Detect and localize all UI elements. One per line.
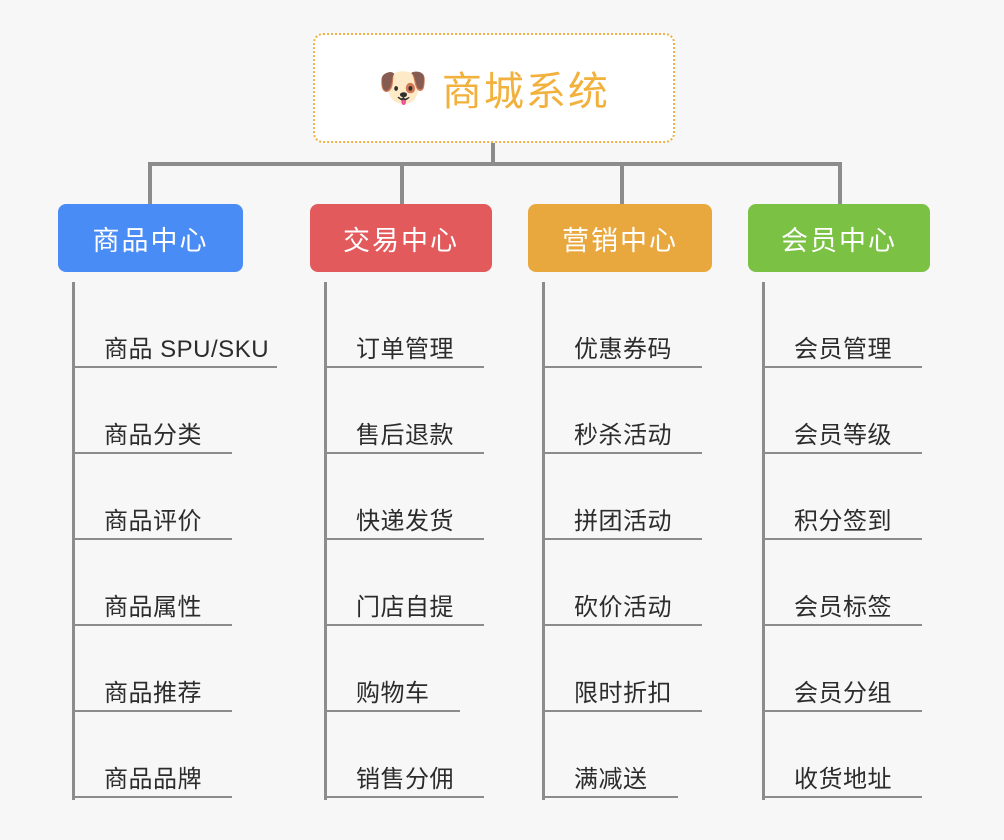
leaf-item-label: 商品 SPU/SKU	[104, 335, 270, 363]
leaf-item-label: 秒杀活动	[574, 421, 672, 449]
leaf-item-label: 商品推荐	[104, 679, 202, 707]
leaf-item[interactable]: 门店自提	[324, 540, 484, 626]
leaf-item-label: 优惠券码	[574, 335, 672, 363]
leaf-item-label: 商品属性	[104, 593, 202, 621]
connector-root-vertical	[491, 143, 495, 165]
leaf-item[interactable]: 商品分类	[72, 368, 232, 454]
leaf-item-label: 拼团活动	[574, 507, 672, 535]
leaf-item-label: 会员管理	[794, 335, 892, 363]
category-box-4[interactable]: 会员中心	[748, 204, 930, 272]
leaf-item[interactable]: 积分签到	[762, 454, 922, 540]
category-label: 营销中心	[562, 225, 678, 256]
leaf-item[interactable]: 满减送	[542, 712, 678, 798]
leaf-item-label: 积分签到	[794, 507, 892, 535]
leaf-item[interactable]: 会员标签	[762, 540, 922, 626]
leaf-item[interactable]: 商品推荐	[72, 626, 232, 712]
connector-drop-4	[838, 162, 842, 204]
leaf-item-label: 快递发货	[356, 507, 454, 535]
shiba-dog-face-icon: 🐶	[378, 66, 428, 110]
leaf-item-label: 商品评价	[104, 507, 202, 535]
category-box-1[interactable]: 商品中心	[58, 204, 243, 272]
leaf-item-label: 会员等级	[794, 421, 892, 449]
category-box-3[interactable]: 营销中心	[528, 204, 712, 272]
leaf-item[interactable]: 商品评价	[72, 454, 232, 540]
leaf-item-label: 收货地址	[794, 765, 892, 793]
leaf-item-label: 订单管理	[356, 335, 454, 363]
leaf-item[interactable]: 限时折扣	[542, 626, 702, 712]
leaf-item[interactable]: 拼团活动	[542, 454, 702, 540]
connector-column-spine	[324, 282, 327, 800]
leaf-item[interactable]: 收货地址	[762, 712, 922, 798]
leaf-item[interactable]: 会员分组	[762, 626, 922, 712]
category-box-2[interactable]: 交易中心	[310, 204, 492, 272]
leaf-item[interactable]: 购物车	[324, 626, 460, 712]
leaf-item[interactable]: 售后退款	[324, 368, 484, 454]
category-label: 交易中心	[343, 225, 459, 256]
leaf-item-label: 门店自提	[356, 593, 454, 621]
leaf-item[interactable]: 商品属性	[72, 540, 232, 626]
leaf-item-label: 销售分佣	[356, 765, 454, 793]
connector-drop-1	[148, 162, 152, 204]
connector-column-spine	[72, 282, 75, 800]
category-label: 商品中心	[92, 225, 209, 256]
leaf-item-label: 会员分组	[794, 679, 892, 707]
leaf-item[interactable]: 商品品牌	[72, 712, 232, 798]
leaf-item-label: 商品分类	[104, 421, 202, 449]
leaf-item[interactable]: 会员等级	[762, 368, 922, 454]
leaf-item-label: 限时折扣	[574, 679, 672, 707]
leaf-item[interactable]: 销售分佣	[324, 712, 484, 798]
leaf-item-label: 会员标签	[794, 593, 892, 621]
connector-drop-3	[620, 162, 624, 204]
leaf-item-label: 砍价活动	[574, 593, 672, 621]
connector-column-spine	[762, 282, 765, 800]
leaf-item[interactable]: 商品 SPU/SKU	[72, 282, 277, 368]
connector-drop-2	[400, 162, 404, 204]
leaf-item-label: 满减送	[574, 765, 648, 793]
leaf-item-label: 售后退款	[356, 421, 454, 449]
leaf-item[interactable]: 快递发货	[324, 454, 484, 540]
leaf-item-label: 购物车	[356, 679, 430, 707]
root-node-shopping-mall-system[interactable]: 🐶 商城系统	[313, 33, 675, 143]
leaf-item[interactable]: 会员管理	[762, 282, 922, 368]
category-label: 会员中心	[781, 225, 897, 256]
leaf-item[interactable]: 砍价活动	[542, 540, 702, 626]
leaf-item-label: 商品品牌	[104, 765, 202, 793]
connector-horizontal-bus	[148, 162, 840, 166]
leaf-item[interactable]: 优惠券码	[542, 282, 702, 368]
leaf-item[interactable]: 秒杀活动	[542, 368, 702, 454]
connector-column-spine	[542, 282, 545, 800]
root-node-label: 商城系统	[441, 70, 610, 114]
leaf-item[interactable]: 订单管理	[324, 282, 484, 368]
